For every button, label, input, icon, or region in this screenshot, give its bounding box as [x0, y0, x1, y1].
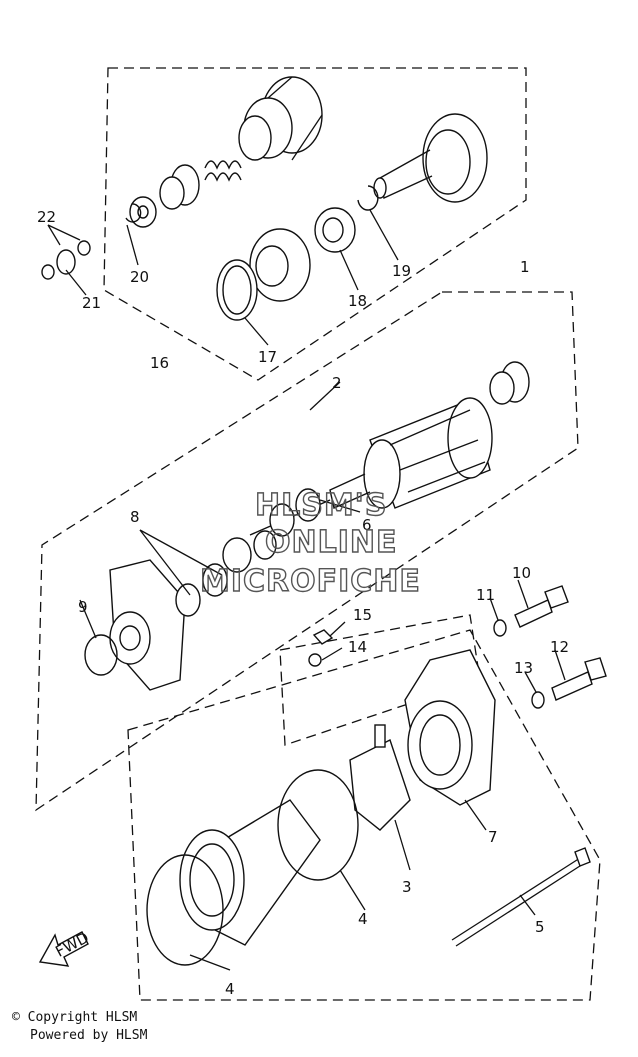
yoke: [179, 799, 321, 946]
rear-cover: [404, 649, 496, 806]
callout-20: 20: [130, 268, 149, 286]
callout-17: 17: [258, 348, 277, 366]
group-box-16: [103, 67, 527, 381]
callout-11: 11: [476, 586, 495, 604]
watermark-line1: HLSM'S: [255, 488, 387, 523]
nut-15: [312, 629, 334, 645]
lock-plate-18: [314, 207, 356, 253]
callout-9: 9: [78, 598, 88, 616]
pinion-gear: [238, 76, 323, 161]
washer-14: [308, 653, 322, 667]
washer-6b: [269, 503, 295, 537]
callout-16: 16: [150, 354, 169, 372]
callout-4b: 4: [225, 980, 235, 998]
watermark: HLSM'S ONLINE MICROFICHE: [199, 487, 421, 599]
front-cover: [109, 559, 228, 691]
callout-19: 19: [392, 262, 411, 280]
callout-18: 18: [348, 292, 367, 310]
callout-6: 6: [362, 516, 372, 534]
callout-13: 13: [514, 659, 533, 677]
parts-21-22: [41, 240, 91, 280]
footer-copyright: © Copyright HLSM: [12, 1010, 138, 1025]
through-bolt: [451, 847, 591, 947]
callout-4a: 4: [358, 910, 368, 928]
fwd-label: FWD: [52, 928, 91, 960]
clutch-shaft: [373, 113, 488, 203]
callout-10: 10: [512, 564, 531, 582]
collar: [159, 164, 200, 210]
callout-22: 22: [37, 208, 56, 226]
washer-6: [295, 488, 321, 522]
callout-1: 1: [520, 258, 530, 276]
bolt-12: [551, 657, 607, 701]
watermark-line2: ONLINE: [265, 525, 398, 560]
washer-13: [531, 691, 545, 709]
bolt-10: [514, 585, 569, 628]
footer-powered: Powered by HLSM: [30, 1028, 148, 1043]
circlip-19: [357, 185, 379, 211]
group-box-1: [35, 291, 579, 812]
callout-12: 12: [550, 638, 569, 656]
fwd-arrow: [38, 931, 89, 967]
plate-6: [222, 537, 252, 573]
brush-holder: [349, 724, 411, 831]
callout-21: 21: [82, 294, 101, 312]
armature: [249, 397, 493, 536]
callout-2: 2: [332, 374, 342, 392]
callout-15: 15: [353, 606, 372, 624]
gear-housing: [249, 228, 311, 302]
group-box-housing: [127, 629, 601, 1001]
circlip-20: [125, 203, 142, 223]
gasket-4a: [277, 769, 359, 881]
callout-14: 14: [348, 638, 367, 656]
washer-11: [493, 619, 507, 637]
watermark-line3: MICROFICHE: [200, 564, 421, 599]
o-ring-9: [84, 634, 118, 676]
leader-lines: [47, 209, 566, 971]
callout-5: 5: [535, 918, 545, 936]
callout-3: 3: [402, 878, 412, 896]
washer-right-b: [489, 371, 515, 405]
ring-17: [216, 259, 258, 321]
spring: [204, 160, 242, 182]
gasket-4b: [146, 854, 224, 966]
callout-8: 8: [130, 508, 140, 526]
washer-6c: [253, 530, 277, 560]
callout-7: 7: [488, 828, 498, 846]
